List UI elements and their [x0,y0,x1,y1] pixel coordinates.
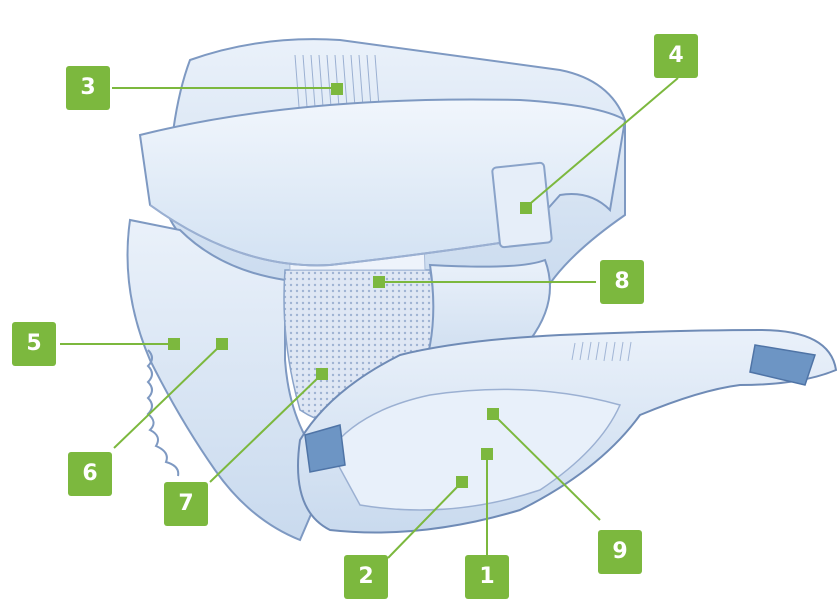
callout-badge-6: 6 [68,452,112,496]
callout-badge-4: 4 [654,34,698,78]
callout-badge-5: 5 [12,322,56,366]
callout-badge-7: 7 [164,482,208,526]
callout-badge-2: 2 [344,555,388,599]
callout-badge-8: 8 [600,260,644,304]
callout-badge-3: 3 [66,66,110,110]
callout-badge-1: 1 [465,555,509,599]
callout-badge-9: 9 [598,530,642,574]
